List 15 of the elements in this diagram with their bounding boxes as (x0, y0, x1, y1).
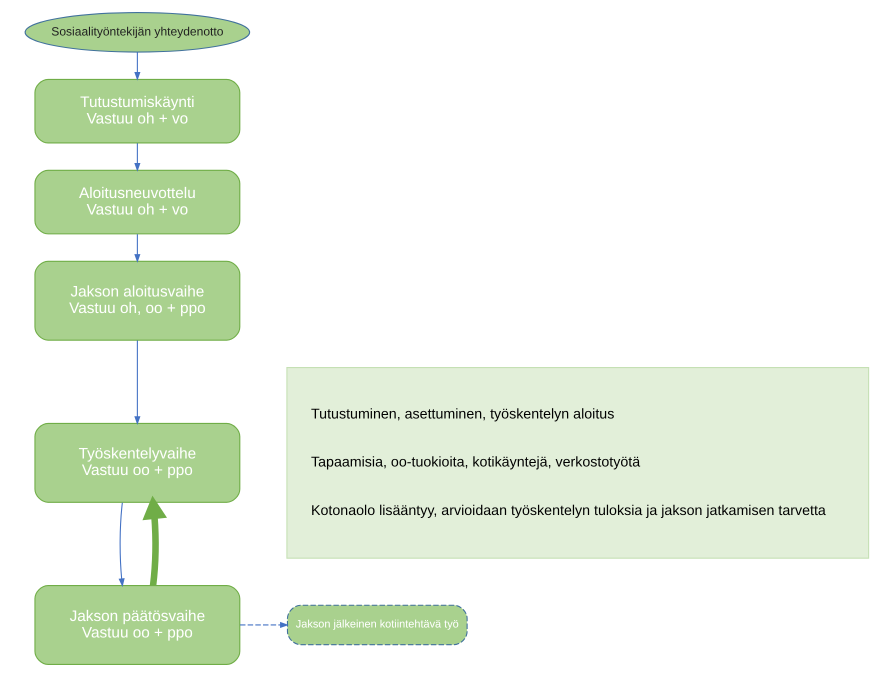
arrow (134, 143, 140, 172)
node-box: Jakson päätösvaihe Vastuu oo + ppo (34, 584, 240, 665)
node-box: Aloitusneuvottelu Vastuu oh + vo (34, 170, 240, 234)
node-box: Jakson aloitusvaihe Vastuu oh, oo + ppo (34, 260, 240, 341)
node-box: Jakson jälkeinen kotiintehtävä työ (286, 604, 468, 646)
arrow (118, 502, 125, 588)
node-box: Tutustuminen, asettuminen, työskentelyn aloitus Tapaamisia, oo-tuokioita, kotikäyntejä, verkostotyötä Kotonaolo lisääntyy, arvioidaan työskentelyn tuloksia ja jakson jatkamisen tarvetta (286, 366, 870, 559)
node-ellipse: Sosiaalityöntekijän yhteydenotto (24, 12, 250, 53)
arrow (134, 52, 140, 81)
arrow (240, 622, 289, 628)
arrow (134, 340, 140, 426)
node-box: Tutustumiskäynti Vastuu oh + vo (34, 78, 240, 144)
node-box: Työskentelyvaihe Vastuu oo + ppo (34, 422, 240, 503)
arrow (134, 234, 140, 263)
arrow (142, 496, 168, 586)
